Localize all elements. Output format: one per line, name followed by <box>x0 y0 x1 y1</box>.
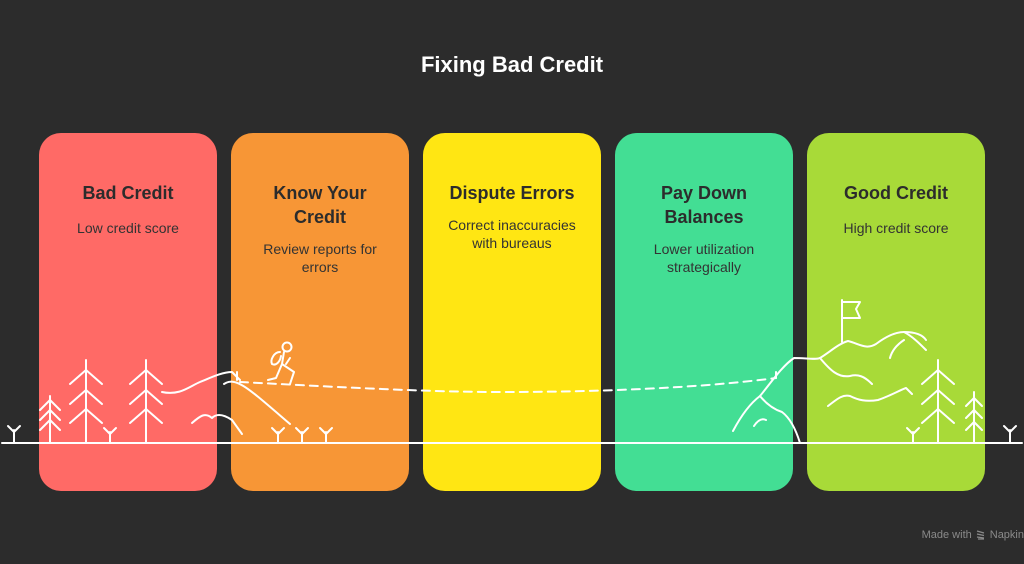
step-description: Correct inaccuracies with bureaus <box>448 217 576 251</box>
step-card-good-credit: Good Credit High credit score <box>807 133 985 491</box>
step-title: Know Your Credit <box>273 183 367 227</box>
step-title: Good Credit <box>844 183 948 203</box>
step-title: Bad Credit <box>82 183 174 203</box>
napkin-brand: Napkin <box>989 529 1024 541</box>
step-title: Pay Down Balances <box>660 183 748 227</box>
step-description: High credit score <box>843 220 949 236</box>
diagram-title: Fixing Bad Credit <box>420 52 604 77</box>
made-with-footer: Made with Napkin <box>922 529 1024 541</box>
step-title: Dispute Errors <box>449 183 575 203</box>
step-description: Low credit score <box>77 220 179 236</box>
step-card-pay-down-balances: Pay Down Balances Lower utilization stra… <box>615 133 793 491</box>
step-card-know-your-credit: Know Your Credit Review reports for erro… <box>231 133 409 491</box>
napkin-logo-icon <box>976 530 984 540</box>
step-description: Lower utilization strategically <box>653 241 755 275</box>
step-card-dispute-errors: Dispute Errors Correct inaccuracies with… <box>423 133 601 491</box>
step-description: Review reports for errors <box>263 241 377 275</box>
made-with-label: Made with <box>921 529 972 541</box>
step-card-bad-credit: Bad Credit Low credit score <box>39 133 217 491</box>
